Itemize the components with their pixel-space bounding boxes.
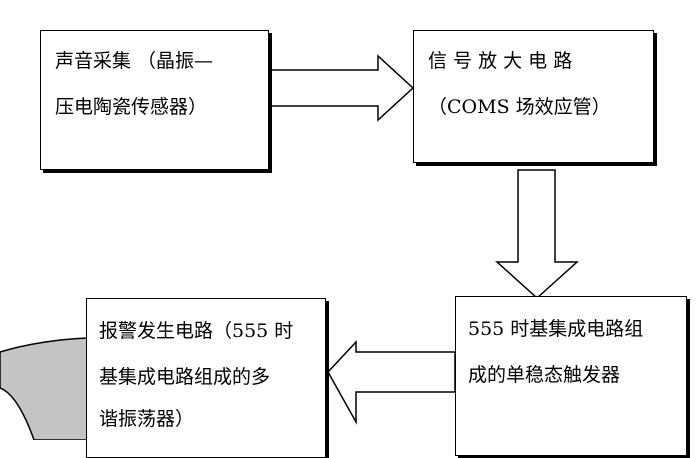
amplifier-box-line2: （COMS 场效应管）: [428, 96, 611, 118]
arrow-trigger-to-alarm: [327, 340, 456, 425]
monostable-trigger-box: 555 时基集成电路组 成的单稳态触发器: [455, 296, 687, 456]
alarm-circuit-box: 报警发生电路（555 时 基集成电路组成的多 谐振荡器）: [86, 298, 326, 458]
diagram-canvas: [0, 54, 579, 440]
signal-amplifier-box: 信 号 放 大 电 路 （COMS 场效应管）: [413, 30, 654, 163]
alarm-box-line3: 谐振荡器）: [99, 408, 195, 430]
arrow-sound-to-amplifier: [267, 54, 415, 122]
arrow-amplifier-to-trigger: [495, 169, 579, 300]
sound-acquisition-box: 声音采集 （晶振— 压电陶瓷传感器）: [40, 30, 269, 170]
sound-box-line1: 声音采集 （晶振—: [55, 50, 214, 72]
gray-arc-decoration: [0, 337, 89, 440]
trigger-box-line1: 555 时基集成电路组: [468, 318, 644, 340]
amplifier-box-line1: 信 号 放 大 电 路: [428, 50, 573, 72]
alarm-box-line2: 基集成电路组成的多: [99, 366, 271, 388]
alarm-box-line1: 报警发生电路（555 时: [99, 320, 294, 342]
trigger-box-line2: 成的单稳态触发器: [468, 364, 621, 386]
sound-box-line2: 压电陶瓷传感器）: [55, 96, 208, 118]
